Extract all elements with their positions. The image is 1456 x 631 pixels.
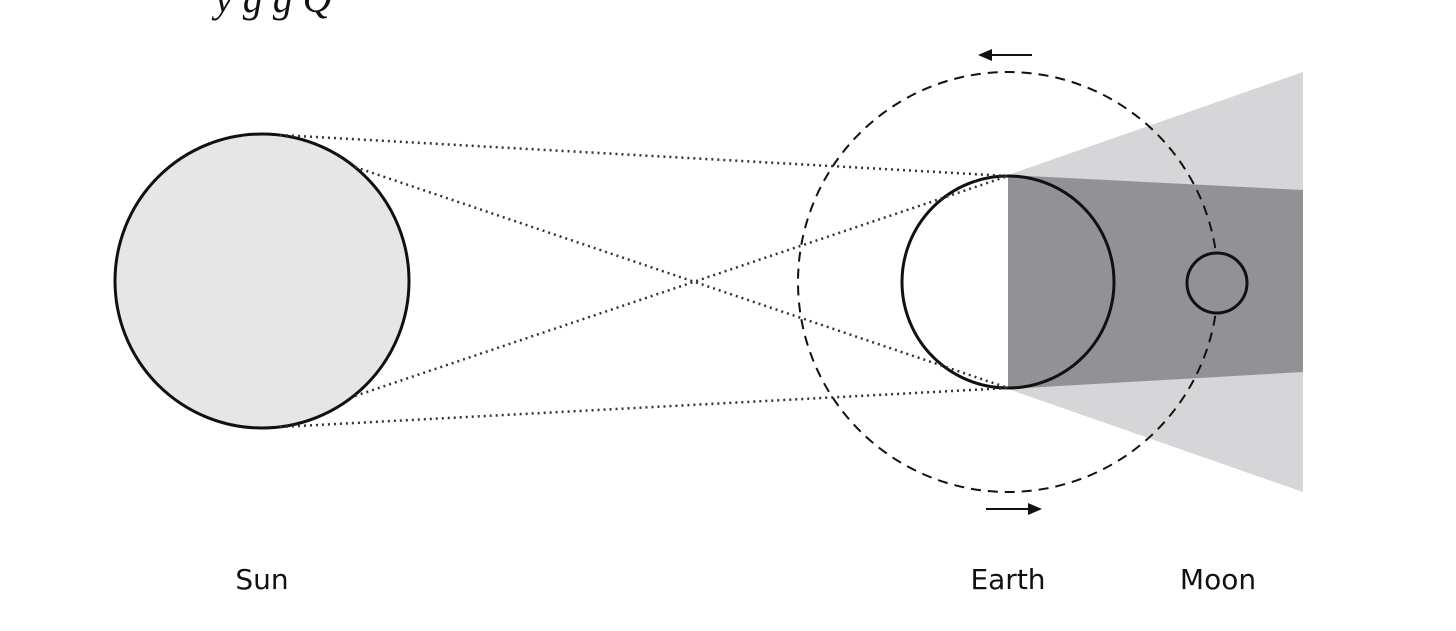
tangent-lines xyxy=(279,133,1009,429)
inner-tangent-ascending xyxy=(354,174,1009,398)
sun xyxy=(113,132,411,430)
orbit-arrow-bottom xyxy=(986,503,1042,515)
earth-label: Earth xyxy=(970,563,1045,596)
moon-label: Moon xyxy=(1180,563,1256,596)
outer-tangent-top xyxy=(279,133,1009,178)
inner-tangent-descending xyxy=(354,165,1009,390)
moon xyxy=(1185,251,1249,315)
sun-label: Sun xyxy=(235,563,288,596)
outer-tangent-bottom xyxy=(279,386,1009,429)
top-text-fragment: y g g Q xyxy=(211,0,332,21)
earth xyxy=(900,174,1116,390)
earth-night-side xyxy=(1008,176,1114,388)
orbit-arrow-top xyxy=(978,49,1032,61)
